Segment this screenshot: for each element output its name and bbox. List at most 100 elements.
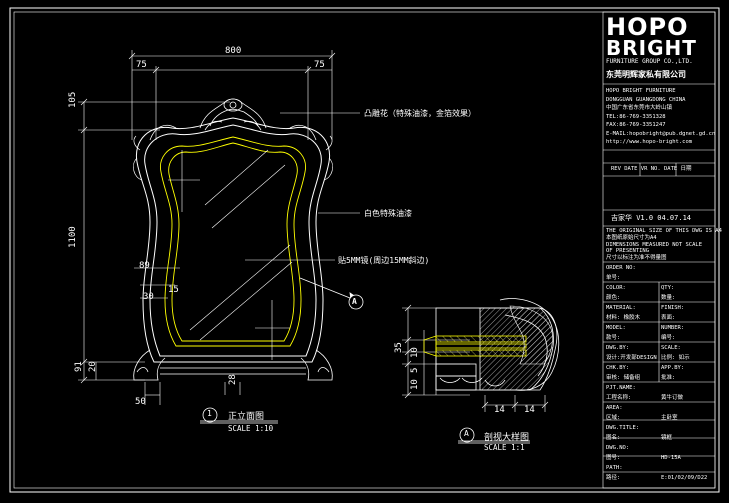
title-block-value: 主卧室 (661, 415, 678, 421)
contact-line: DONGGUAN GUANGDONG CHINA (606, 96, 686, 103)
detail-dim-w2: 14 (524, 405, 535, 415)
title-block-label: CHK.BY: (606, 365, 630, 371)
dim-height-total-text: 1100 (68, 226, 78, 248)
title-block-label: 设计:开发部DESIGN (606, 355, 657, 361)
dim-bottom-b-text: 20 (88, 361, 98, 372)
detail-dim-h4-text: 10 (410, 379, 420, 390)
dim-bottom-a-text: 91 (74, 361, 84, 372)
title-block-label: PJT.NAME: (606, 385, 636, 391)
section-tag-a: A (352, 297, 357, 306)
title-block-value: APP.BY: (661, 365, 685, 371)
reflection-lines (168, 149, 293, 360)
detail-dim-h1-text: 35 (394, 342, 404, 353)
title-block-value: 批准: (661, 375, 676, 381)
callout-mirror: 贴5MM镜(周边15MM斜边) (338, 256, 430, 265)
drawing-note: 尺寸以标注为准不得量图 (606, 255, 667, 262)
dim-foot-text: 28 (228, 374, 238, 385)
detail-view-title: 剖视大样图 (484, 433, 530, 443)
callout-special-paint: 白色特殊油漆 (364, 209, 412, 218)
dim-height-total: 1100 (68, 226, 78, 248)
title-block-label: 工程名称: (606, 395, 632, 401)
title-block-label: 颜色: (606, 295, 621, 301)
caption-number-1: 1 (207, 409, 212, 418)
title-block-label: MODEL: (606, 325, 626, 331)
dim-top-right: 75 (314, 60, 325, 70)
detail-dim-h3-text: 5 (410, 367, 420, 373)
logo-bright: BRIGHT (606, 36, 697, 60)
dim-bottom-a: 91 (74, 361, 84, 372)
detail-dim-h1: 35 (394, 342, 404, 353)
detail-dim-h2: 10 (410, 347, 420, 358)
front-dimensions (78, 50, 336, 405)
company-en: FURNITURE GROUP CO.,LTD. (606, 58, 693, 65)
title-block-value: E:01/02/09/D22 (661, 475, 708, 481)
title-block-value: 数量: (661, 295, 676, 301)
title-block-label: PATH: (606, 465, 623, 471)
title-block-label: 材料: 橡胶木 (606, 315, 641, 321)
drawing-note: DIMENSIONS MEASURED NOT SCALE (606, 241, 703, 248)
title-block-label: DWG.BY: (606, 345, 630, 351)
frame-feet (133, 349, 333, 381)
title-block-value: 比例: 如示 (661, 355, 690, 361)
mirror-glass (160, 136, 306, 347)
title-block-value: 黄牛订做 (661, 395, 684, 401)
title-block-label: 单号: (606, 275, 621, 281)
drawing-note: THE ORIGINAL SIZE OF THIS DWG IS A4 (606, 228, 722, 234)
title-block-label: MATERIAL: (606, 305, 636, 311)
title-block-value: QTY: (661, 285, 675, 291)
title-block-value: SCALE: (661, 345, 681, 351)
dim-side-a: 30 (143, 292, 154, 302)
detail-dim-h4: 10 (410, 379, 420, 390)
dim-inner-offset: 89 (139, 261, 150, 271)
detail-view-scale: SCALE 1:1 (484, 443, 525, 452)
title-block-value: 镜框 (661, 435, 673, 441)
side-carvings (133, 135, 333, 181)
dim-crest: 105 (68, 92, 78, 108)
contact-line: E-MAIL:hopobright@pub.dgnet.gd.cn (606, 130, 716, 137)
contact-line: http://www.hopo-bright.com (606, 139, 693, 145)
title-block-label: 区域: (606, 415, 621, 421)
mirror-frame (135, 117, 331, 363)
company-cn: 东莞明辉家私有限公司 (606, 70, 686, 79)
title-block-label: DWG.NO: (606, 445, 630, 451)
drawing-note: OF PRESENTING (606, 248, 650, 255)
title-block-value: NUMBER: (661, 325, 685, 331)
contact-line: TEL:86-769-3351328 (606, 113, 666, 120)
caption-circle-a (459, 427, 475, 443)
dim-top-left: 75 (136, 60, 147, 70)
title-block-label: 路径: (606, 475, 621, 481)
title-block-label: 款号: (606, 335, 621, 341)
outer-border (9, 7, 720, 493)
detail-dim-h2-text: 10 (410, 347, 420, 358)
drawing-note: 本图纸原始尺寸为A4 (606, 234, 657, 241)
caption-circle-1 (202, 407, 218, 423)
callout-leaders (245, 112, 360, 261)
title-block-label: DWG.TITLE: (606, 425, 640, 431)
title-block-label: COLOR: (606, 285, 626, 291)
section-cut-a (299, 277, 364, 310)
section-detail (402, 298, 560, 412)
contact-line: FAX:86-769-3351247 (606, 122, 666, 128)
dim-width-total: 800 (225, 46, 242, 56)
title-block-label: ORDER NO: (606, 265, 636, 271)
callout-carving: 凸雕花（特殊油漆，金箔效果） (364, 109, 476, 118)
title-block-value: FINISH: (661, 305, 685, 311)
title-block-value: 表面: (661, 315, 676, 321)
front-view-title: 正立面图 (228, 412, 265, 422)
crest-carving (149, 98, 317, 141)
dim-side-b: 15 (168, 285, 179, 295)
contact-line: HOPO BRIGHT FURNITURE (606, 88, 676, 94)
title-block-label: 图号: (606, 455, 621, 461)
dim-base: 50 (135, 397, 146, 407)
logo-hopo: HOPO (606, 13, 689, 41)
title-block-label: 审核: 储备组 (606, 375, 641, 381)
title-block-value: 编号: (661, 335, 676, 341)
front-view-scale: SCALE 1:10 (228, 424, 274, 433)
dim-foot: 28 (228, 374, 238, 385)
title-block-label: AREA: (606, 405, 623, 411)
dim-crest-text: 105 (68, 91, 78, 108)
dim-bottom-b: 20 (88, 361, 98, 372)
title-block-value: HD-15A (661, 455, 681, 461)
